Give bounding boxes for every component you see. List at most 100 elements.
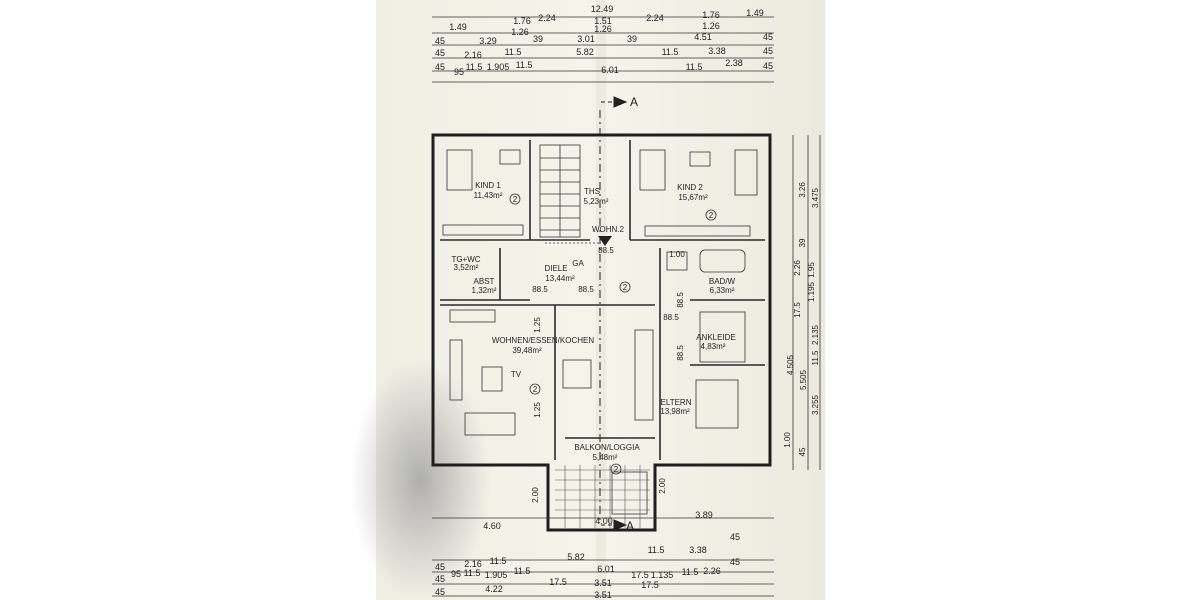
door-width: 1.00 [669, 250, 685, 259]
dim-top-r4: 2.38 [725, 58, 743, 68]
dim-top-r3: 45 [435, 48, 445, 58]
dim-bottom-r3: 17.5 [641, 580, 659, 590]
dim-top-r1b: 1.26 [702, 21, 720, 31]
dim-bottom-r1: 5.82 [567, 552, 585, 562]
dim-top-r4: 45 [435, 62, 445, 72]
room-name-wc: TG+WC [451, 255, 480, 264]
dim-top-r4: 1.905 [487, 62, 510, 72]
dim-bottom-r2: 11.5 [514, 566, 531, 576]
bottom-dimension-lines [432, 517, 774, 597]
section-label-top: A [630, 95, 638, 109]
room-name-ankleide: ANKLEIDE [696, 333, 736, 342]
dim-top-r3: 3.38 [708, 46, 726, 56]
dim-top-r1: 2.24 [646, 13, 664, 23]
dim-right: 1.95 [807, 262, 816, 278]
room-area-bad: 6,33m² [710, 286, 735, 295]
circle-number: 2 [623, 283, 628, 292]
room-number-circles [509, 193, 717, 475]
room-name-eltern: ELTERN [661, 398, 692, 407]
apartment-label: WOHN.2 [592, 225, 625, 234]
dim-bottom-r2: 6.01 [597, 564, 615, 574]
balcony-hatch [555, 465, 650, 528]
dim-bottom-r2: 45 [435, 562, 445, 572]
door-width-vertical: 88.5 [676, 292, 685, 308]
dim-bottom-r3: 4.22 [485, 584, 503, 594]
room-area-balkon: 5,48m² [593, 453, 618, 462]
circle-number: 2 [533, 385, 538, 394]
dim-bottom-r1: 45 [730, 532, 740, 542]
dim-right: 2.135 [811, 324, 820, 345]
dim-top-r2: 4.51 [694, 32, 712, 42]
tv-label: TV [511, 370, 522, 379]
dim-right: 17.5 [793, 302, 802, 318]
dim-top-r1: 1.51 [594, 16, 612, 26]
inner-walls [440, 140, 765, 460]
door-width-vertical: 88.5 [676, 345, 685, 361]
section-line-a [599, 96, 628, 531]
dim-top-r4: 11.5 [516, 60, 533, 70]
window-height-vertical: 1.25 [533, 402, 542, 418]
room-name-wohnen: WOHNEN/ESSEN/KOCHEN [492, 336, 594, 345]
room-area-abst: 1,32m² [472, 286, 497, 295]
dim-top-r4: 6.01 [601, 65, 619, 75]
door-width: 88.5 [598, 246, 614, 255]
dim-top-r4: 11.5 [466, 62, 483, 72]
dim-bottom-r2: 11.5 [464, 568, 481, 578]
dim-right: 3.475 [811, 187, 820, 208]
dim-top-r2: 3.01 [577, 34, 595, 44]
fold-crease [596, 0, 606, 600]
room-area-kind2: 15,67m² [678, 193, 708, 202]
balcony-depth-left: 2.00 [531, 487, 540, 503]
dim-total-top: 12.49 [591, 4, 614, 14]
room-name-kind1: KIND 1 [475, 181, 501, 190]
dim-top-r1b: 1.26 [511, 27, 529, 37]
room-name-bad: BAD/W [709, 277, 736, 286]
room-name-abst: ABST [474, 277, 495, 286]
dim-bottom-r2: 1.905 [485, 570, 508, 580]
room-area-wohnen: 39,48m² [512, 346, 542, 355]
dim-right: 39 [798, 238, 807, 247]
dim-bottom-r2: 1.135 [651, 570, 674, 580]
dim-top-r3: 11.5 [662, 47, 679, 57]
dim-top-r3: 45 [763, 46, 773, 56]
section-label-bottom: A [626, 519, 634, 533]
dim-right: 3.26 [798, 182, 807, 198]
room-name-ths: THS [584, 187, 600, 196]
dim-bottom-r3: 45 [435, 574, 445, 584]
dim-top-r1: 1.76 [702, 10, 720, 20]
dim-top-r1b: 1.26 [594, 24, 612, 34]
entrance-marker [598, 236, 612, 246]
dim-bottom-r1: 3.38 [689, 545, 707, 555]
dim-bottom-r3: 3.51 [594, 578, 612, 588]
dim-bottom-r1: 11.5 [648, 545, 665, 555]
dim-bottom-r1: 11.5 [490, 556, 507, 566]
outer-walls [431, 133, 772, 532]
dim-right: 2.26 [793, 260, 802, 276]
room-name-diele: DIELE [544, 264, 567, 273]
dim-right: 45 [798, 447, 807, 456]
dim-bottom-main: 3.89 [695, 510, 713, 520]
dim-bottom-r2: 2.26 [703, 566, 721, 576]
door-width: 88.5 [532, 285, 548, 294]
dim-top-r2: 39 [533, 34, 543, 44]
ga-label: GA [572, 259, 584, 268]
dim-top-r1: 1.49 [746, 8, 764, 18]
balcony-depth-right: 2.00 [658, 478, 667, 494]
dim-top-r2: 39 [627, 34, 637, 44]
dim-bottom-r2: 17.5 [631, 570, 649, 580]
dim-top-r1: 1.49 [449, 22, 467, 32]
dim-right: 5.505 [799, 369, 808, 390]
top-dimension-chains [432, 16, 774, 83]
dim-right: 3.255 [811, 394, 820, 415]
dim-top-r2: 3.29 [479, 36, 497, 46]
room-area-wc: 3,52m² [454, 263, 479, 272]
staircase [539, 144, 600, 244]
dim-right: 4.505 [786, 354, 795, 375]
circle-number: 2 [513, 195, 518, 204]
dim-bottom-r2: 45 [730, 557, 740, 567]
dim-bottom-r4: 45 [435, 587, 445, 597]
hand-shadow [350, 360, 490, 600]
dim-bottom-r2: 95 [451, 569, 461, 579]
dim-top-r3: 5.82 [576, 47, 594, 57]
circle-number: 2 [614, 465, 619, 474]
